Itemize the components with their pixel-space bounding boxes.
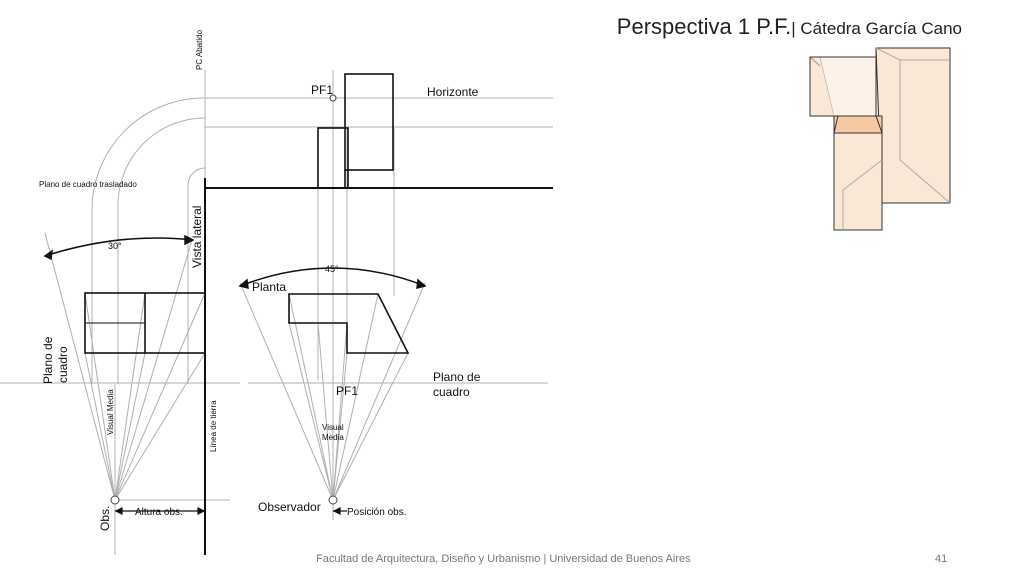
label-obs: Obs. (98, 506, 112, 531)
label-plano-de-cuadro-right-2: cuadro (433, 385, 470, 399)
perspective-blocks (317, 73, 394, 189)
label-pf1-top: PF1 (311, 83, 333, 97)
page-number: 41 (935, 553, 948, 565)
angle-arcs (43, 234, 427, 289)
observer-point-left (110, 495, 120, 505)
label-pc-abatido: PC Abatido (195, 29, 204, 70)
label-vista-lateral: Vista lateral (190, 206, 204, 268)
label-visual-media-right-2: Media (322, 433, 344, 442)
label-horizonte: Horizonte (427, 85, 479, 99)
label-angle-30: 30° (108, 241, 122, 251)
label-plano-de-cuadro-left-1: Plano de (41, 336, 55, 384)
slide-title-subtitle: | Cátedra García Cano (791, 19, 962, 38)
main-lines (204, 178, 553, 555)
side-view-shape (84, 292, 206, 354)
label-visual-media-right-1: Visual (322, 423, 344, 432)
label-pf1-bottom: PF1 (336, 384, 358, 398)
pf1-top-point (329, 94, 337, 102)
slide-title-main: Perspectiva 1 P.F. (616, 14, 792, 39)
label-plano-de-cuadro-left-2: cuadro (56, 346, 70, 383)
label-altura-obs: Altura obs. (135, 507, 183, 518)
massing-illustration (809, 47, 951, 231)
label-linea-de-tierra: Línea de tierra (209, 400, 218, 452)
label-visual-media-left: Visual Media (106, 389, 115, 435)
slide-title: Perspectiva 1 P.F.| Cátedra García Cano (617, 14, 962, 40)
label-posicion-obs: Posición obs. (347, 507, 406, 518)
dimension-arrows (114, 507, 347, 515)
plan-shape (288, 293, 410, 354)
observer-point-right (328, 495, 338, 505)
label-plano-cuadro-trasladado: Plano de cuadro trasladado (39, 180, 137, 189)
footer-text: Facultad de Arquitectura, Diseño y Urban… (316, 553, 691, 565)
label-plano-de-cuadro-right-1: Plano de (433, 370, 481, 384)
label-angle-45: 45° (325, 264, 339, 274)
label-planta: Planta (252, 280, 286, 294)
label-observador: Observador (258, 500, 321, 514)
construction-lines (0, 70, 553, 555)
